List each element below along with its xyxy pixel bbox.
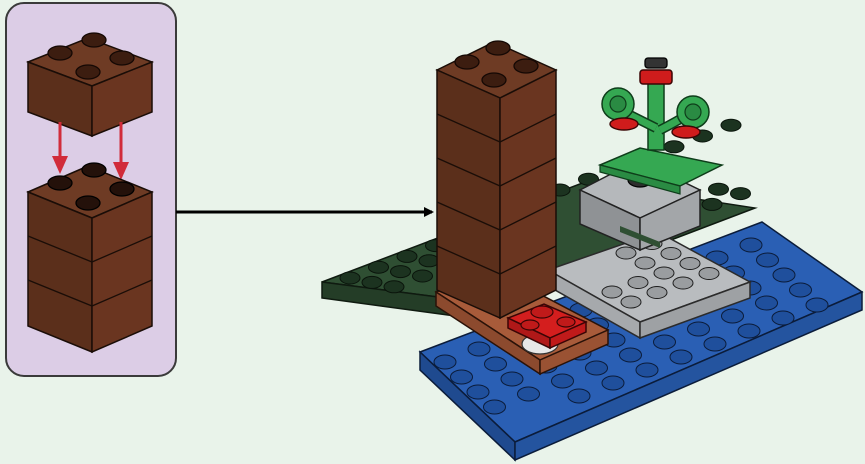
stud: [806, 298, 828, 312]
brown-brick-stack: [28, 163, 152, 352]
stud: [602, 376, 624, 390]
stud: [702, 198, 722, 210]
stud: [369, 261, 389, 273]
stud: [467, 385, 489, 399]
stud: [647, 287, 667, 299]
stud: [664, 141, 684, 153]
stud: [620, 348, 642, 362]
stud: [397, 250, 417, 262]
stud: [518, 387, 540, 401]
lego-model: [322, 41, 862, 460]
stud: [434, 355, 456, 369]
stud: [688, 322, 710, 336]
stud: [501, 372, 523, 386]
stud: [362, 276, 382, 288]
stud: [384, 281, 404, 293]
stud: [628, 277, 648, 289]
stud: [485, 357, 507, 371]
stud: [635, 257, 655, 269]
brown-brick-tower: [437, 41, 556, 318]
stud: [738, 324, 760, 338]
stud: [704, 337, 726, 351]
stud: [680, 258, 700, 270]
stud: [616, 247, 636, 259]
stud: [602, 286, 622, 298]
stud: [391, 266, 411, 278]
stud: [790, 283, 812, 297]
stud: [772, 311, 794, 325]
stud: [468, 342, 490, 356]
stud: [756, 296, 778, 310]
stud: [654, 267, 674, 279]
stud: [451, 370, 473, 384]
stud: [484, 400, 506, 414]
stud: [661, 248, 681, 260]
stud: [757, 253, 779, 267]
stud: [340, 272, 360, 284]
stud: [699, 268, 719, 280]
stud: [636, 363, 658, 377]
stud: [621, 296, 641, 308]
stud: [773, 268, 795, 282]
stud: [552, 374, 574, 388]
stud: [568, 389, 590, 403]
stud: [654, 335, 676, 349]
stud: [709, 183, 729, 195]
stud: [722, 309, 744, 323]
stud: [670, 350, 692, 364]
stud: [419, 255, 439, 267]
stud: [673, 277, 693, 289]
stud: [731, 188, 751, 200]
stud: [721, 119, 741, 131]
stud: [740, 238, 762, 252]
stud: [413, 270, 433, 282]
parts-callout: [6, 3, 176, 376]
stud: [586, 361, 608, 375]
